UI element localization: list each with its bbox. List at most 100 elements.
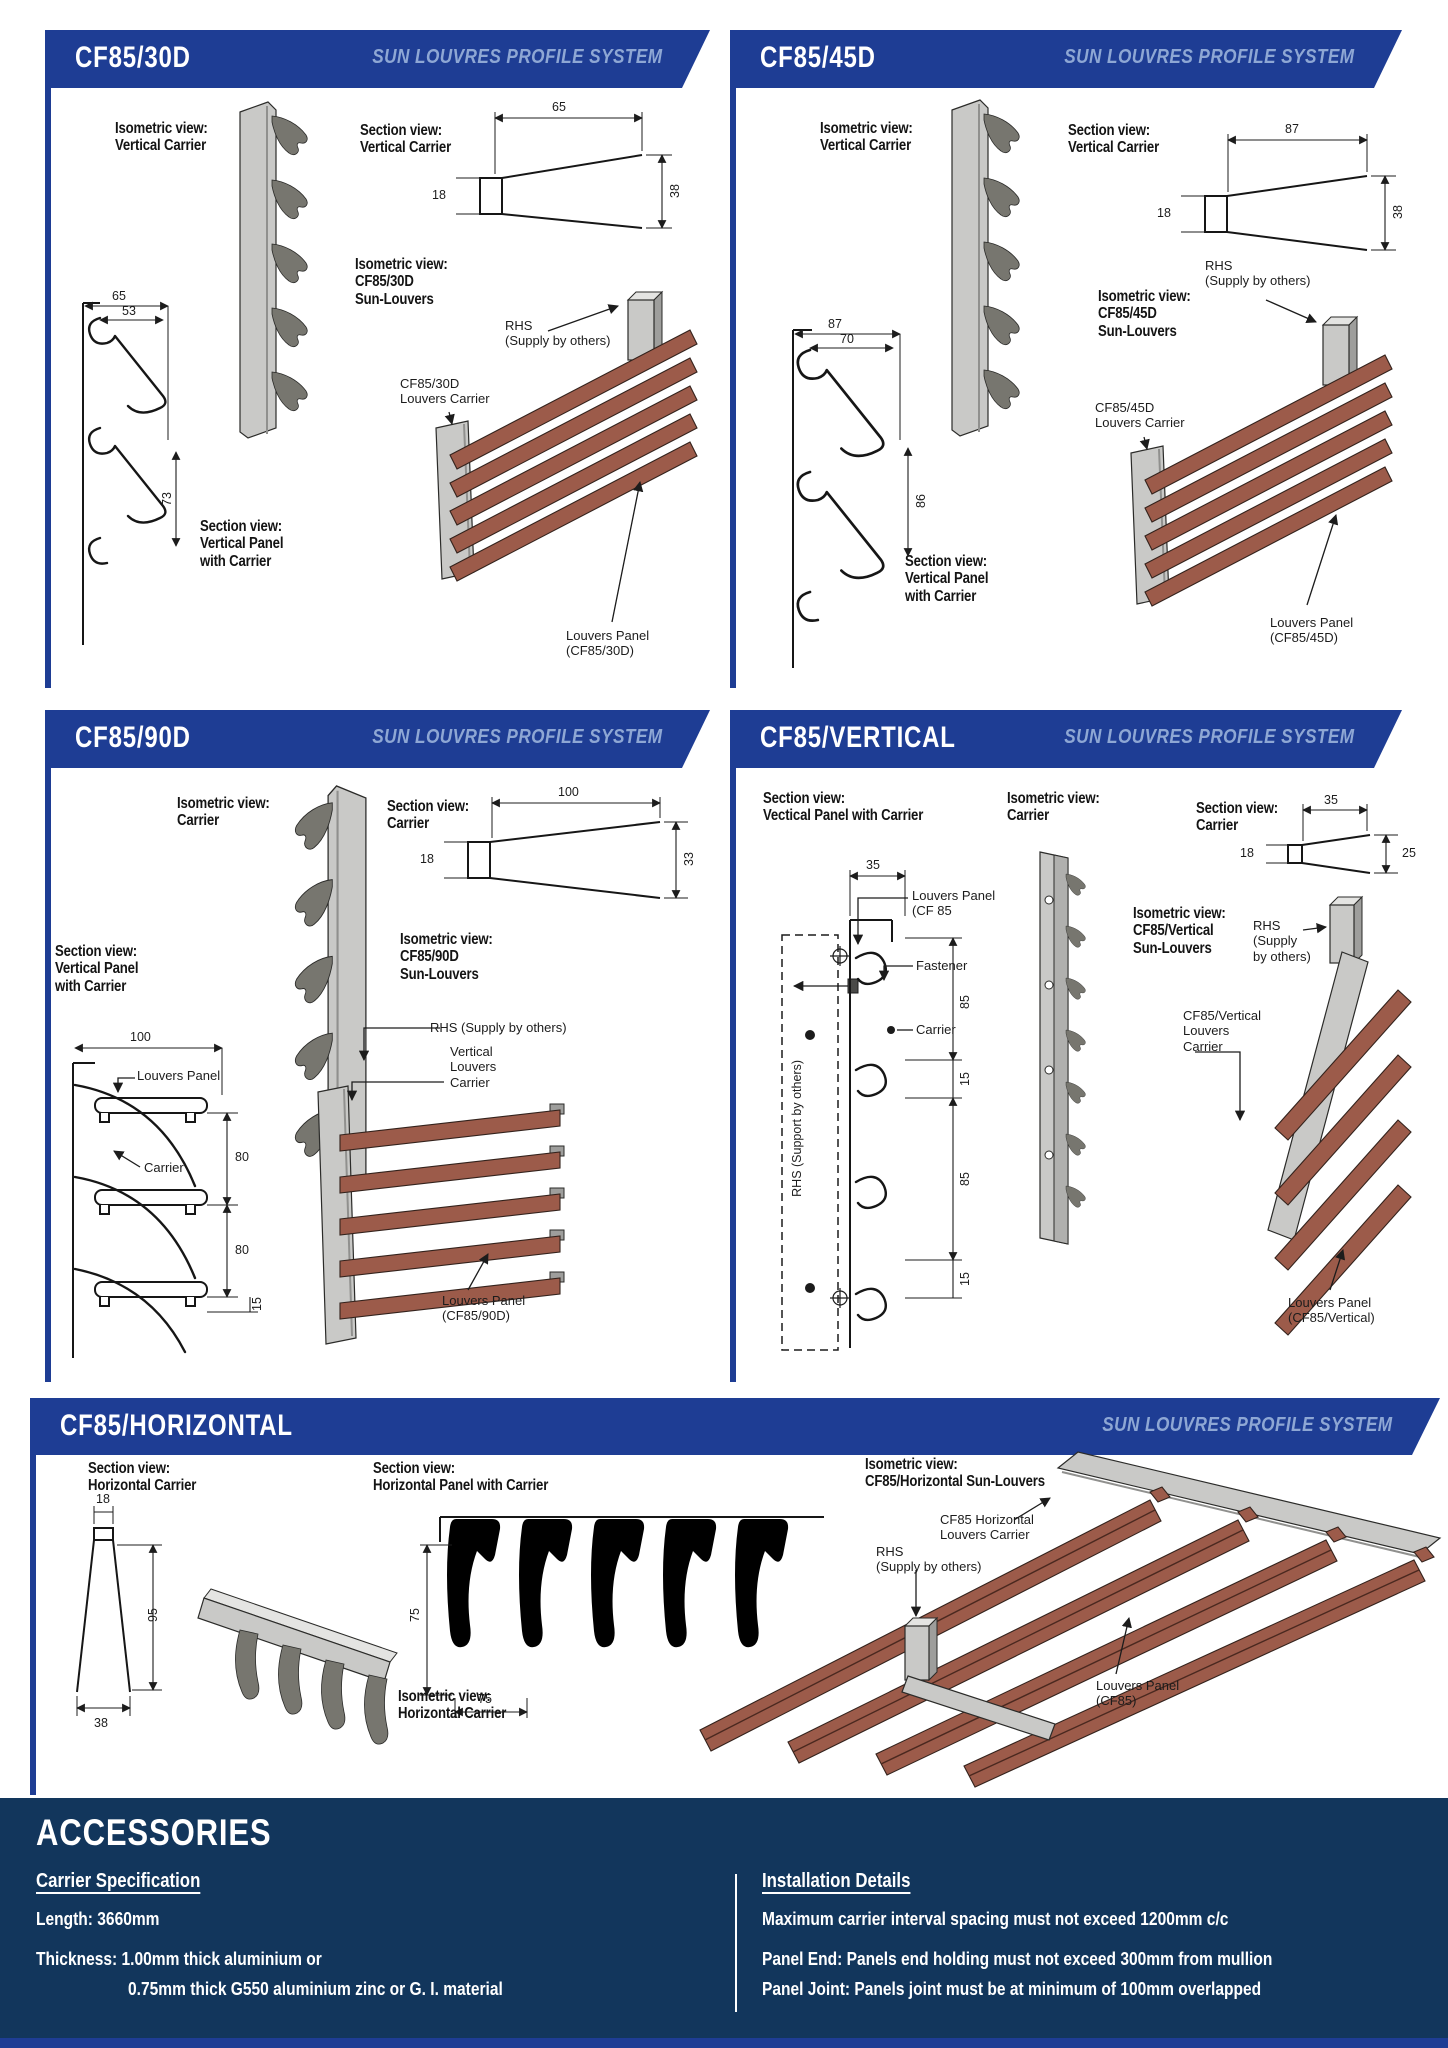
- carrier-spec-thickness2: 0.75mm thick G550 aluminium zinc or G. I…: [128, 1978, 503, 1999]
- carrier-ann: Carrier: [144, 1160, 184, 1175]
- louvers-panel-label: Louvers Panel (CF85/90D): [442, 1293, 526, 1324]
- view-label: Section view: Vertical Carrier: [1068, 122, 1160, 157]
- panel-body-cf85-vertical: [730, 768, 1402, 1382]
- view-label: Section view: Vertical Panel with Carrie…: [200, 518, 284, 570]
- dim-label: 80: [235, 1243, 249, 1257]
- system-label: SUN LOUVRES PROFILE SYSTEM: [1101, 1414, 1392, 1436]
- view-label: Section view: Vertical Carrier: [360, 122, 452, 157]
- dim-label: 53: [122, 304, 136, 318]
- view-label: Isometric view: CF85/90D Sun-Louvers: [400, 931, 493, 983]
- dim-label: 15: [957, 1072, 972, 1086]
- dim-label: 18: [420, 852, 434, 866]
- dim-label: 33: [681, 852, 696, 866]
- rhs-support-label: RHS (Support by others): [790, 1060, 804, 1197]
- dim-label: 85: [957, 995, 972, 1009]
- louvers-panel-label: Louvers Panel (CF85/45D): [1270, 615, 1354, 646]
- panel-header-cf85-30d: CF85/30D SUN LOUVRES PROFILE SYSTEM: [45, 30, 710, 88]
- cf85-90d-drawings: [72, 786, 688, 1358]
- rhs-label: RHS (Supply by others): [430, 1020, 567, 1035]
- cf85-30d-drawings: [82, 102, 698, 645]
- panel-title: CF85/VERTICAL: [760, 721, 956, 754]
- view-label: Isometric view: CF85/45D Sun-Louvers: [1098, 288, 1191, 340]
- system-label: SUN LOUVRES PROFILE SYSTEM: [371, 726, 662, 748]
- view-label: Isometric view: Carrier: [1007, 790, 1100, 825]
- installation-line1: Maximum carrier interval spacing must no…: [762, 1908, 1229, 1929]
- panel-header-cf85-90d: CF85/90D SUN LOUVRES PROFILE SYSTEM: [45, 710, 710, 768]
- dim-label: 38: [94, 1716, 108, 1730]
- louvers-carrier-label: CF85/45D Louvers Carrier: [1095, 400, 1185, 431]
- carrier-spec-length: Length: 3660mm: [36, 1908, 160, 1929]
- panel-body-cf85-45d: [730, 88, 1402, 688]
- rhs-label: RHS (Supply by others): [876, 1544, 982, 1575]
- accessories-title: ACCESSORIES: [36, 1812, 272, 1853]
- view-label: Isometric view: CF85/Vertical Sun-Louver…: [1133, 905, 1226, 957]
- dim-label: 15: [249, 1297, 264, 1311]
- fastener-label: Fastener: [916, 958, 968, 973]
- dim-label: 100: [558, 785, 579, 799]
- rhs-label: RHS (Supply by others): [1205, 258, 1311, 289]
- cf85-horizontal-drawings: [76, 1451, 1442, 1788]
- view-label: Section view: Carrier: [387, 798, 469, 833]
- installation-line3: Panel Joint: Panels joint must be at min…: [762, 1978, 1262, 1999]
- view-label: Section view: Horizontal Carrier: [88, 1460, 197, 1495]
- accessories-section: [0, 1798, 1448, 2038]
- cf85-vertical-drawings: [781, 804, 1412, 1351]
- panel-header-cf85-45d: CF85/45D SUN LOUVRES PROFILE SYSTEM: [730, 30, 1402, 88]
- dim-label: 87: [828, 317, 842, 331]
- panel-title: CF85/30D: [75, 41, 191, 74]
- dim-label: 75: [407, 1608, 422, 1622]
- panel-title: CF85/45D: [760, 41, 876, 74]
- panel-header-cf85-vertical: CF85/VERTICAL SUN LOUVRES PROFILE SYSTEM: [730, 710, 1402, 768]
- view-label: Section view: Horizontal Panel with Carr…: [373, 1460, 549, 1495]
- dim-label: 95: [145, 1608, 160, 1622]
- view-label: Isometric view: Vertical Carrier: [820, 120, 913, 155]
- dim-label: 86: [913, 494, 928, 508]
- dim-label: 35: [866, 858, 880, 872]
- system-label: SUN LOUVRES PROFILE SYSTEM: [1063, 46, 1354, 68]
- louvers-carrier-label: Vertical Louvers Carrier: [450, 1044, 497, 1090]
- view-label: Isometric view: CF85/Horizontal Sun-Louv…: [865, 1456, 1045, 1491]
- dim-label: 38: [667, 184, 682, 198]
- dim-label: 100: [130, 1030, 151, 1044]
- dim-label: 25: [1402, 846, 1416, 860]
- panel-title: CF85/90D: [75, 721, 191, 754]
- panel-body-cf85-horizontal: [30, 1455, 1440, 1795]
- dim-label: 18: [1240, 846, 1254, 860]
- louvers-panel-label: Louvers Panel (CF85): [1096, 1678, 1180, 1709]
- rhs-label: RHS (Supply by others): [1253, 918, 1311, 964]
- carrier-spec-heading: Carrier Specification: [36, 1870, 201, 1892]
- cf85-45d-drawings: [792, 100, 1396, 668]
- installation-heading: Installation Details: [762, 1870, 911, 1892]
- view-label: Section view: Vertical Panel with Carrie…: [905, 553, 989, 605]
- rhs-label: RHS (Supply by others): [505, 318, 611, 349]
- panel-title: CF85/HORIZONTAL: [60, 1409, 293, 1442]
- louvers-carrier-label: CF85/30D Louvers Carrier: [400, 376, 490, 407]
- dim-label: 18: [96, 1492, 110, 1506]
- dim-label: 70: [840, 332, 854, 346]
- dim-label: 38: [1390, 205, 1405, 219]
- view-label: Isometric view: Carrier: [177, 795, 270, 830]
- view-label: Section view: Vertical Panel with Carrie…: [55, 943, 139, 995]
- louvers-carrier-label: CF85/Vertical Louvers Carrier: [1183, 1008, 1262, 1054]
- louvers-panel-label: Louvers Panel (CF85/Vertical): [1288, 1295, 1375, 1326]
- view-label: Section view: Vectical Panel with Carrie…: [763, 790, 924, 825]
- view-label: Isometric view: Vertical Carrier: [115, 120, 208, 155]
- dim-label: 18: [432, 188, 446, 202]
- system-label: SUN LOUVRES PROFILE SYSTEM: [371, 46, 662, 68]
- view-label: Section view: Carrier: [1196, 800, 1278, 835]
- dim-label: 15: [957, 1272, 972, 1286]
- view-label: Isometric view: CF85/30D Sun-Louvers: [355, 256, 448, 308]
- dim-label: 73: [159, 492, 174, 506]
- dim-label: 35: [1324, 793, 1338, 807]
- louvers-panel-label: Louvers Panel (CF85/30D): [566, 628, 650, 659]
- system-label: SUN LOUVRES PROFILE SYSTEM: [1063, 726, 1354, 748]
- dim-label: 75: [478, 1692, 492, 1706]
- panel-body-cf85-30d: [45, 88, 710, 688]
- panel-header-cf85-horizontal: CF85/HORIZONTAL SUN LOUVRES PROFILE SYST…: [30, 1398, 1440, 1455]
- dim-label: 65: [112, 289, 126, 303]
- dim-label: 85: [957, 1172, 972, 1186]
- louvers-panel-ann: Louvers Panel: [137, 1068, 221, 1083]
- louvers-carrier-label: CF85 Horizontal Louvers Carrier: [940, 1512, 1034, 1543]
